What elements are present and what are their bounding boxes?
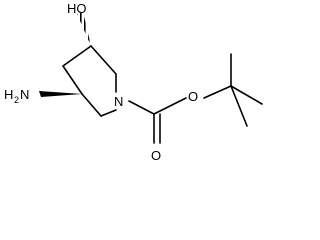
solid-wedge-nh2 [39,91,82,97]
ring-bond-c4-c3 [62,45,92,67]
bond-tert-c-down [230,85,248,127]
bond-ester-o-tertiary-c [203,85,232,99]
bond-n-carbonyl [128,100,155,115]
bond-carbonyl-ester-o [153,97,187,115]
ring-bond-n-c5 [100,109,117,117]
amine-n-label: N [20,87,29,102]
ring-bond-c5-c4 [81,93,102,117]
bond-tert-c-right [230,85,263,105]
carbonyl-oxygen-label: O [151,148,161,162]
ring-nitrogen-label: N [114,94,123,109]
ring-bond-c4-c3b [62,65,83,95]
ring-bond-c3-c2 [90,45,117,75]
ester-oxygen-label: O [188,89,198,104]
hydroxyl-label: HO [67,1,87,16]
amine-h-label: H [4,87,13,102]
chemical-structure: HO H 2 N N O O [4,1,263,162]
amine-subscript-label: 2 [14,95,19,105]
hashed-wedge-oh [77,12,91,46]
